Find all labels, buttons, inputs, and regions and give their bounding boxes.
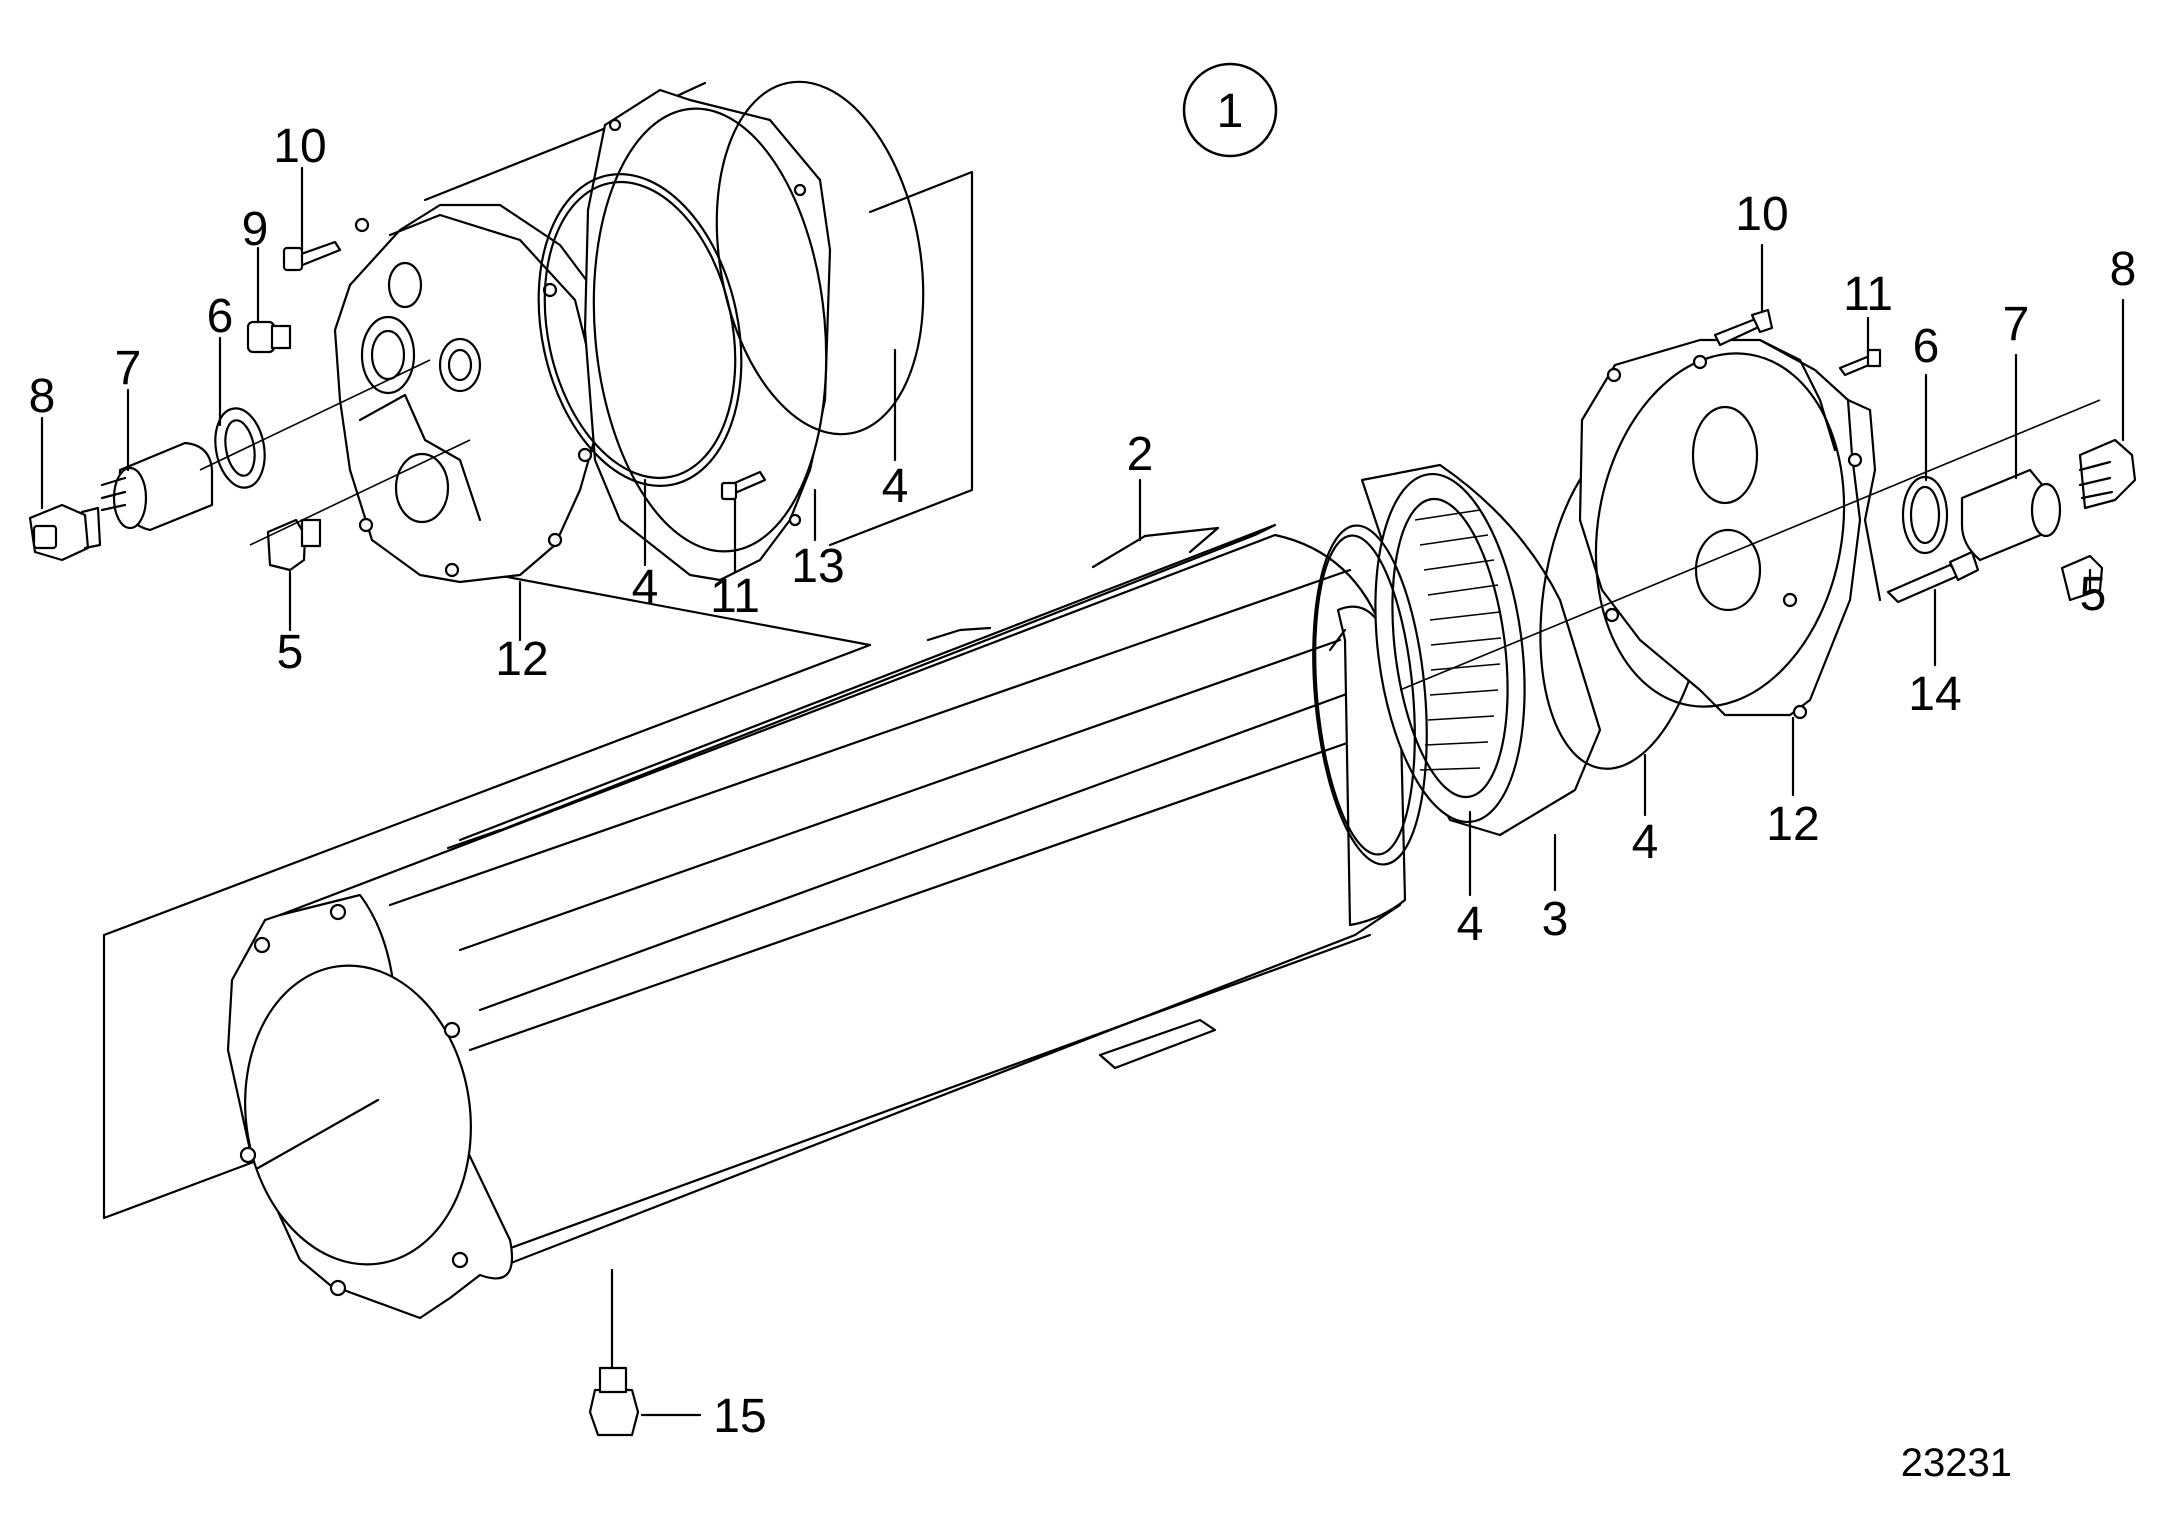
callouts-main: 2 15 (713, 428, 1153, 1443)
callout-14-right: 14 (1908, 668, 1961, 721)
callout-5-right: 5 (2080, 568, 2107, 621)
callout-11-right: 11 (1843, 268, 1893, 321)
left-end-cover (333, 80, 925, 584)
tube-bundle (1312, 430, 1711, 866)
callouts-right: 10 11 6 7 8 5 14 12 4 4 3 (1457, 188, 2137, 951)
right-small-parts (1138, 243, 2137, 897)
callout-2: 2 (1127, 428, 1154, 481)
callout-8-left: 8 (29, 370, 56, 423)
callout-12-right: 12 (1766, 798, 1819, 851)
right-end-cover (1578, 338, 1882, 720)
callout-4-right-a: 4 (1632, 816, 1659, 869)
drain-plug (588, 1366, 702, 1437)
reference-number: 23231 (1901, 1441, 2012, 1485)
callout-10-right: 10 (1735, 188, 1788, 241)
callout-10-left: 10 (273, 120, 326, 173)
callouts-left: 10 9 6 7 8 5 12 4 11 13 4 (29, 120, 909, 686)
callout-7-right: 7 (2003, 298, 2030, 351)
callout-8-right: 8 (2110, 243, 2137, 296)
tube-fins (1414, 509, 1502, 771)
callout-12-left: 12 (495, 633, 548, 686)
main-housing (226, 523, 1407, 1372)
callout-5-left: 5 (277, 626, 304, 679)
callout-4-left-a: 4 (632, 561, 659, 614)
callout-9-left: 9 (242, 203, 269, 256)
callout-4-right-b: 4 (1457, 898, 1484, 951)
callout-6-right: 6 (1913, 320, 1940, 373)
diagram-number-badge: 1 (1182, 62, 1278, 158)
callout-6-left: 6 (207, 290, 234, 343)
callout-4-left-b: 4 (882, 460, 909, 513)
callout-3-right: 3 (1542, 893, 1569, 946)
callout-7-left: 7 (115, 342, 142, 395)
callout-13-left: 13 (791, 540, 844, 593)
callout-11-left: 11 (710, 570, 760, 623)
left-small-parts (28, 166, 897, 642)
diagram-number: 1 (1217, 85, 1244, 138)
callout-15: 15 (713, 1390, 766, 1443)
